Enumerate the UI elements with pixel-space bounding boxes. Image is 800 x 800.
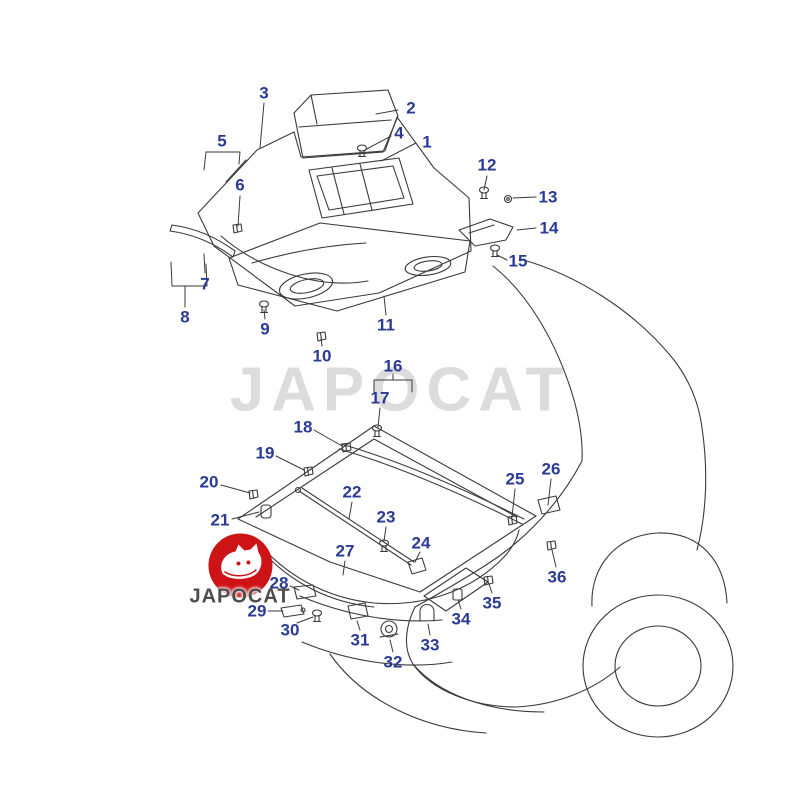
hood-inner-panel	[237, 425, 537, 593]
car-body-outline	[299, 258, 734, 738]
hood-insulator-panel	[228, 222, 471, 312]
hood-outer-panel	[197, 116, 472, 307]
watermark-text: JAPOCAT	[229, 355, 571, 425]
logo-text: JAPOCAT	[189, 585, 291, 608]
lower-fasteners	[248, 424, 561, 586]
logo-badge	[208, 533, 272, 598]
hood-latch-assembly	[280, 539, 463, 638]
hood-release-cable	[261, 529, 520, 608]
hood-front-seal	[169, 224, 236, 258]
hood-scoop	[293, 89, 399, 159]
japocat-logo: JAPOCAT	[189, 528, 290, 609]
logo-cat-icon	[220, 543, 261, 579]
hood-hinge	[458, 218, 514, 247]
upper-fasteners	[232, 144, 513, 342]
leader-lines	[170, 102, 557, 653]
